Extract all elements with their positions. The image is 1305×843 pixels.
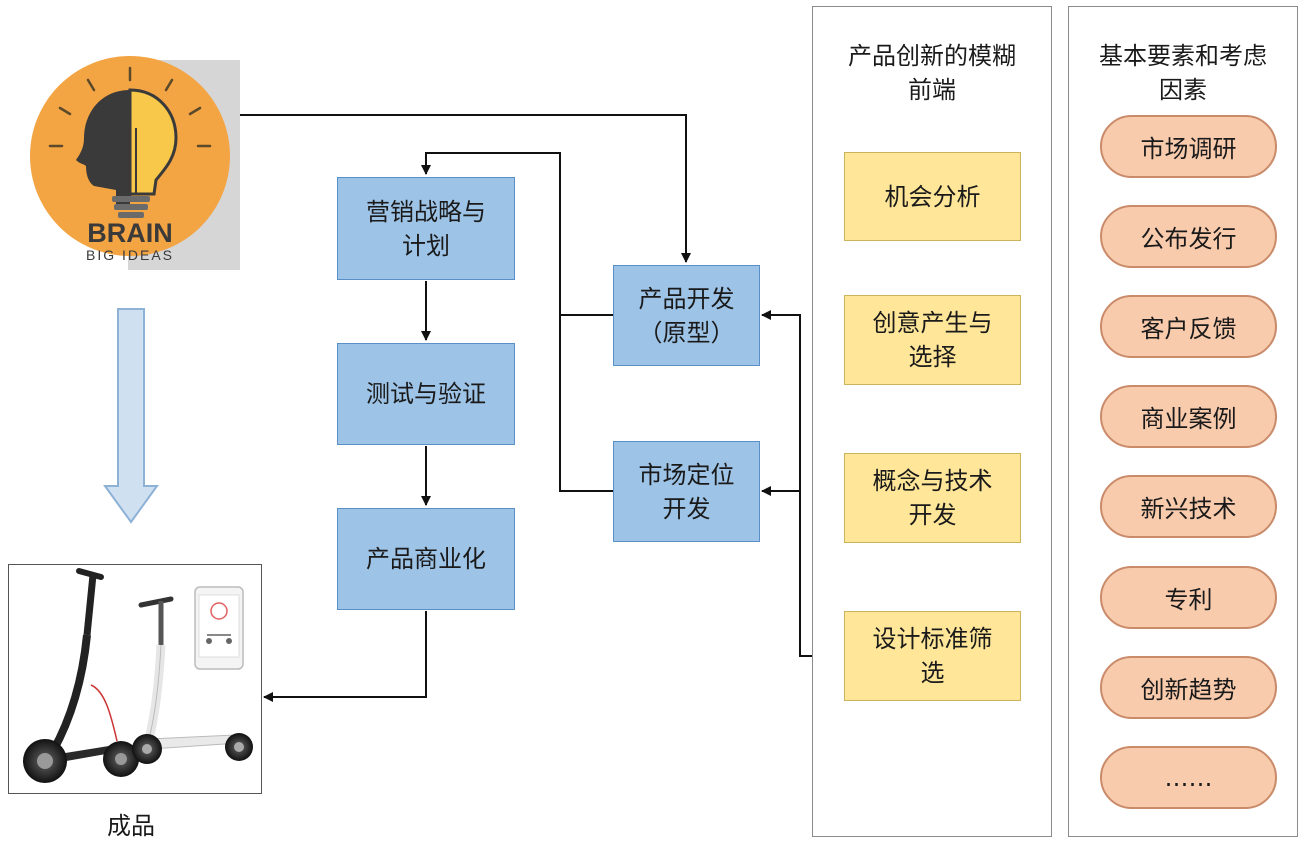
- logo-wordmark: BRAIN: [87, 218, 173, 248]
- design-screening-box: 设计标准筛 选: [844, 611, 1021, 701]
- factor-pill-customer-feedback: 客户反馈: [1100, 295, 1277, 358]
- product-prototype-box: 产品开发 （原型）: [613, 265, 760, 366]
- black-scooter-icon: [23, 568, 139, 783]
- marketing-strategy-box: 营销战略与 计划: [337, 177, 515, 280]
- phone-app-icon: [194, 586, 244, 670]
- factor-pill-market-research: 市场调研: [1100, 115, 1277, 178]
- commercialization-box: 产品商业化: [337, 508, 515, 610]
- concept-tech-box: 概念与技术 开发: [844, 453, 1021, 543]
- big-down-arrow: [103, 308, 159, 524]
- lightbulb-icon: [128, 88, 178, 196]
- factors-title: 基本要素和考虑 因素: [1099, 42, 1267, 104]
- fuzzy-front-end-title: 产品创新的模糊 前端: [848, 42, 1016, 104]
- opportunity-analysis-box: 机会分析: [844, 152, 1021, 241]
- bulb-base-icon: [112, 196, 150, 218]
- factor-pill-patent: 专利: [1100, 566, 1277, 629]
- finished-product-caption: 成品: [107, 812, 155, 840]
- prototype-to-marketing-arrow: [421, 152, 613, 316]
- white-scooter-icon: [132, 596, 253, 764]
- logo-to-prototype-arrow: [240, 114, 691, 263]
- factor-pill-emerging-tech: 新兴技术: [1100, 475, 1277, 538]
- test-validation-box: 测试与验证: [337, 343, 515, 445]
- scooter-illustration: [23, 568, 253, 783]
- brain-ideas-logo: BRAIN BIG IDEAS: [30, 56, 240, 270]
- logo-tagline: BIG IDEAS: [86, 247, 174, 263]
- head-profile-icon: [76, 90, 130, 204]
- market-positioning-box: 市场定位 开发: [613, 441, 760, 542]
- bulb-rays-icon: [48, 66, 212, 148]
- factor-pill-business-case: 商业案例: [1100, 385, 1277, 448]
- factor-pill-more: ……: [1100, 746, 1277, 809]
- finished-product-photo: [8, 564, 262, 794]
- factor-pill-release: 公布发行: [1100, 205, 1277, 268]
- factor-pill-innovation-trend: 创新趋势: [1100, 656, 1277, 719]
- positioning-feedback-line: [559, 315, 613, 492]
- idea-generation-box: 创意产生与 选择: [844, 295, 1021, 385]
- commercial-to-product-arrow: [263, 611, 427, 702]
- fuzzy-front-end-panel: 产品创新的模糊 前端: [812, 6, 1052, 837]
